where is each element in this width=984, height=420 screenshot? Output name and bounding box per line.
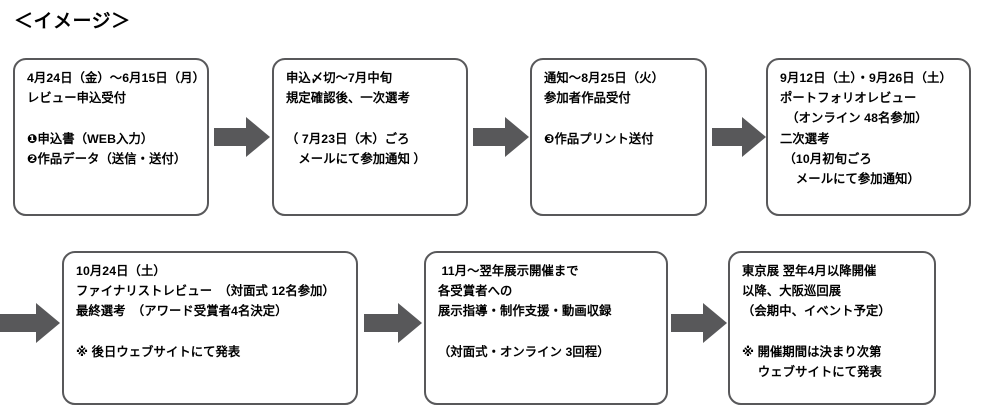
- flow-step-box-1: 4月24日（金）～6月15日（月） レビュー申込受付 ❶申込書（WEB入力） ❷…: [13, 58, 209, 216]
- arrow-step3-to-step4: [712, 117, 766, 157]
- flow-step-box-5: 10月24日（土） ファイナリストレビュー （対面式 12名参加） 最終選考 （…: [62, 251, 358, 405]
- arrow-shaft: [214, 128, 248, 146]
- flow-step-box-2: 申込〆切～7月中旬 規定確認後、一次選考 （ 7月23日（木）ごろ メールにて参…: [272, 58, 468, 216]
- arrow-step2-to-step3: [473, 117, 529, 157]
- arrow-shaft: [0, 314, 38, 332]
- arrow-step1-to-step2: [214, 117, 270, 157]
- arrow-head-icon: [703, 303, 727, 343]
- arrow-step6-to-step7: [671, 303, 727, 343]
- arrow-head-icon: [505, 117, 529, 157]
- flow-step-box-6: 11月～翌年展示開催まで 各受賞者への 展示指導・制作支援・動画収録 （対面式・…: [424, 251, 668, 405]
- flow-step-box-7: 東京展 翌年4月以降開催 以降、大阪巡回展 （会期中、イベント予定） ※ 開催期…: [728, 251, 936, 405]
- arrow-head-icon: [742, 117, 766, 157]
- arrow-shaft: [671, 314, 705, 332]
- arrow-shaft: [364, 314, 400, 332]
- flow-step-box-3: 通知～8月25日（火） 参加者作品受付 ❸作品プリント送付: [530, 58, 707, 216]
- flow-step-text-2: 申込〆切～7月中旬 規定確認後、一次選考 （ 7月23日（木）ごろ メールにて参…: [286, 71, 426, 166]
- flow-step-box-4: 9月12日（土）・9月26日（土） ポートフォリオレビュー （オンライン 48名…: [766, 58, 971, 216]
- page-title: ＜イメージ＞: [14, 11, 131, 32]
- flow-step-text-7: 東京展 翌年4月以降開催 以降、大阪巡回展 （会期中、イベント予定） ※ 開催期…: [742, 264, 891, 380]
- arrow-step4-to-step5: [0, 303, 60, 343]
- arrow-head-icon: [36, 303, 60, 343]
- arrow-step5-to-step6: [364, 303, 422, 343]
- arrow-shaft: [712, 128, 744, 146]
- arrow-head-icon: [398, 303, 422, 343]
- flow-step-text-5: 10月24日（土） ファイナリストレビュー （対面式 12名参加） 最終選考 （…: [76, 264, 335, 359]
- flow-step-text-1: 4月24日（金）～6月15日（月） レビュー申込受付 ❶申込書（WEB入力） ❷…: [27, 71, 205, 166]
- flow-step-text-3: 通知～8月25日（火） 参加者作品受付 ❸作品プリント送付: [544, 71, 664, 146]
- flow-step-text-4: 9月12日（土）・9月26日（土） ポートフォリオレビュー （オンライン 48名…: [780, 71, 952, 187]
- flow-step-text-6: 11月～翌年展示開催まで 各受賞者への 展示指導・制作支援・動画収録 （対面式・…: [438, 264, 612, 359]
- arrow-head-icon: [246, 117, 270, 157]
- arrow-shaft: [473, 128, 507, 146]
